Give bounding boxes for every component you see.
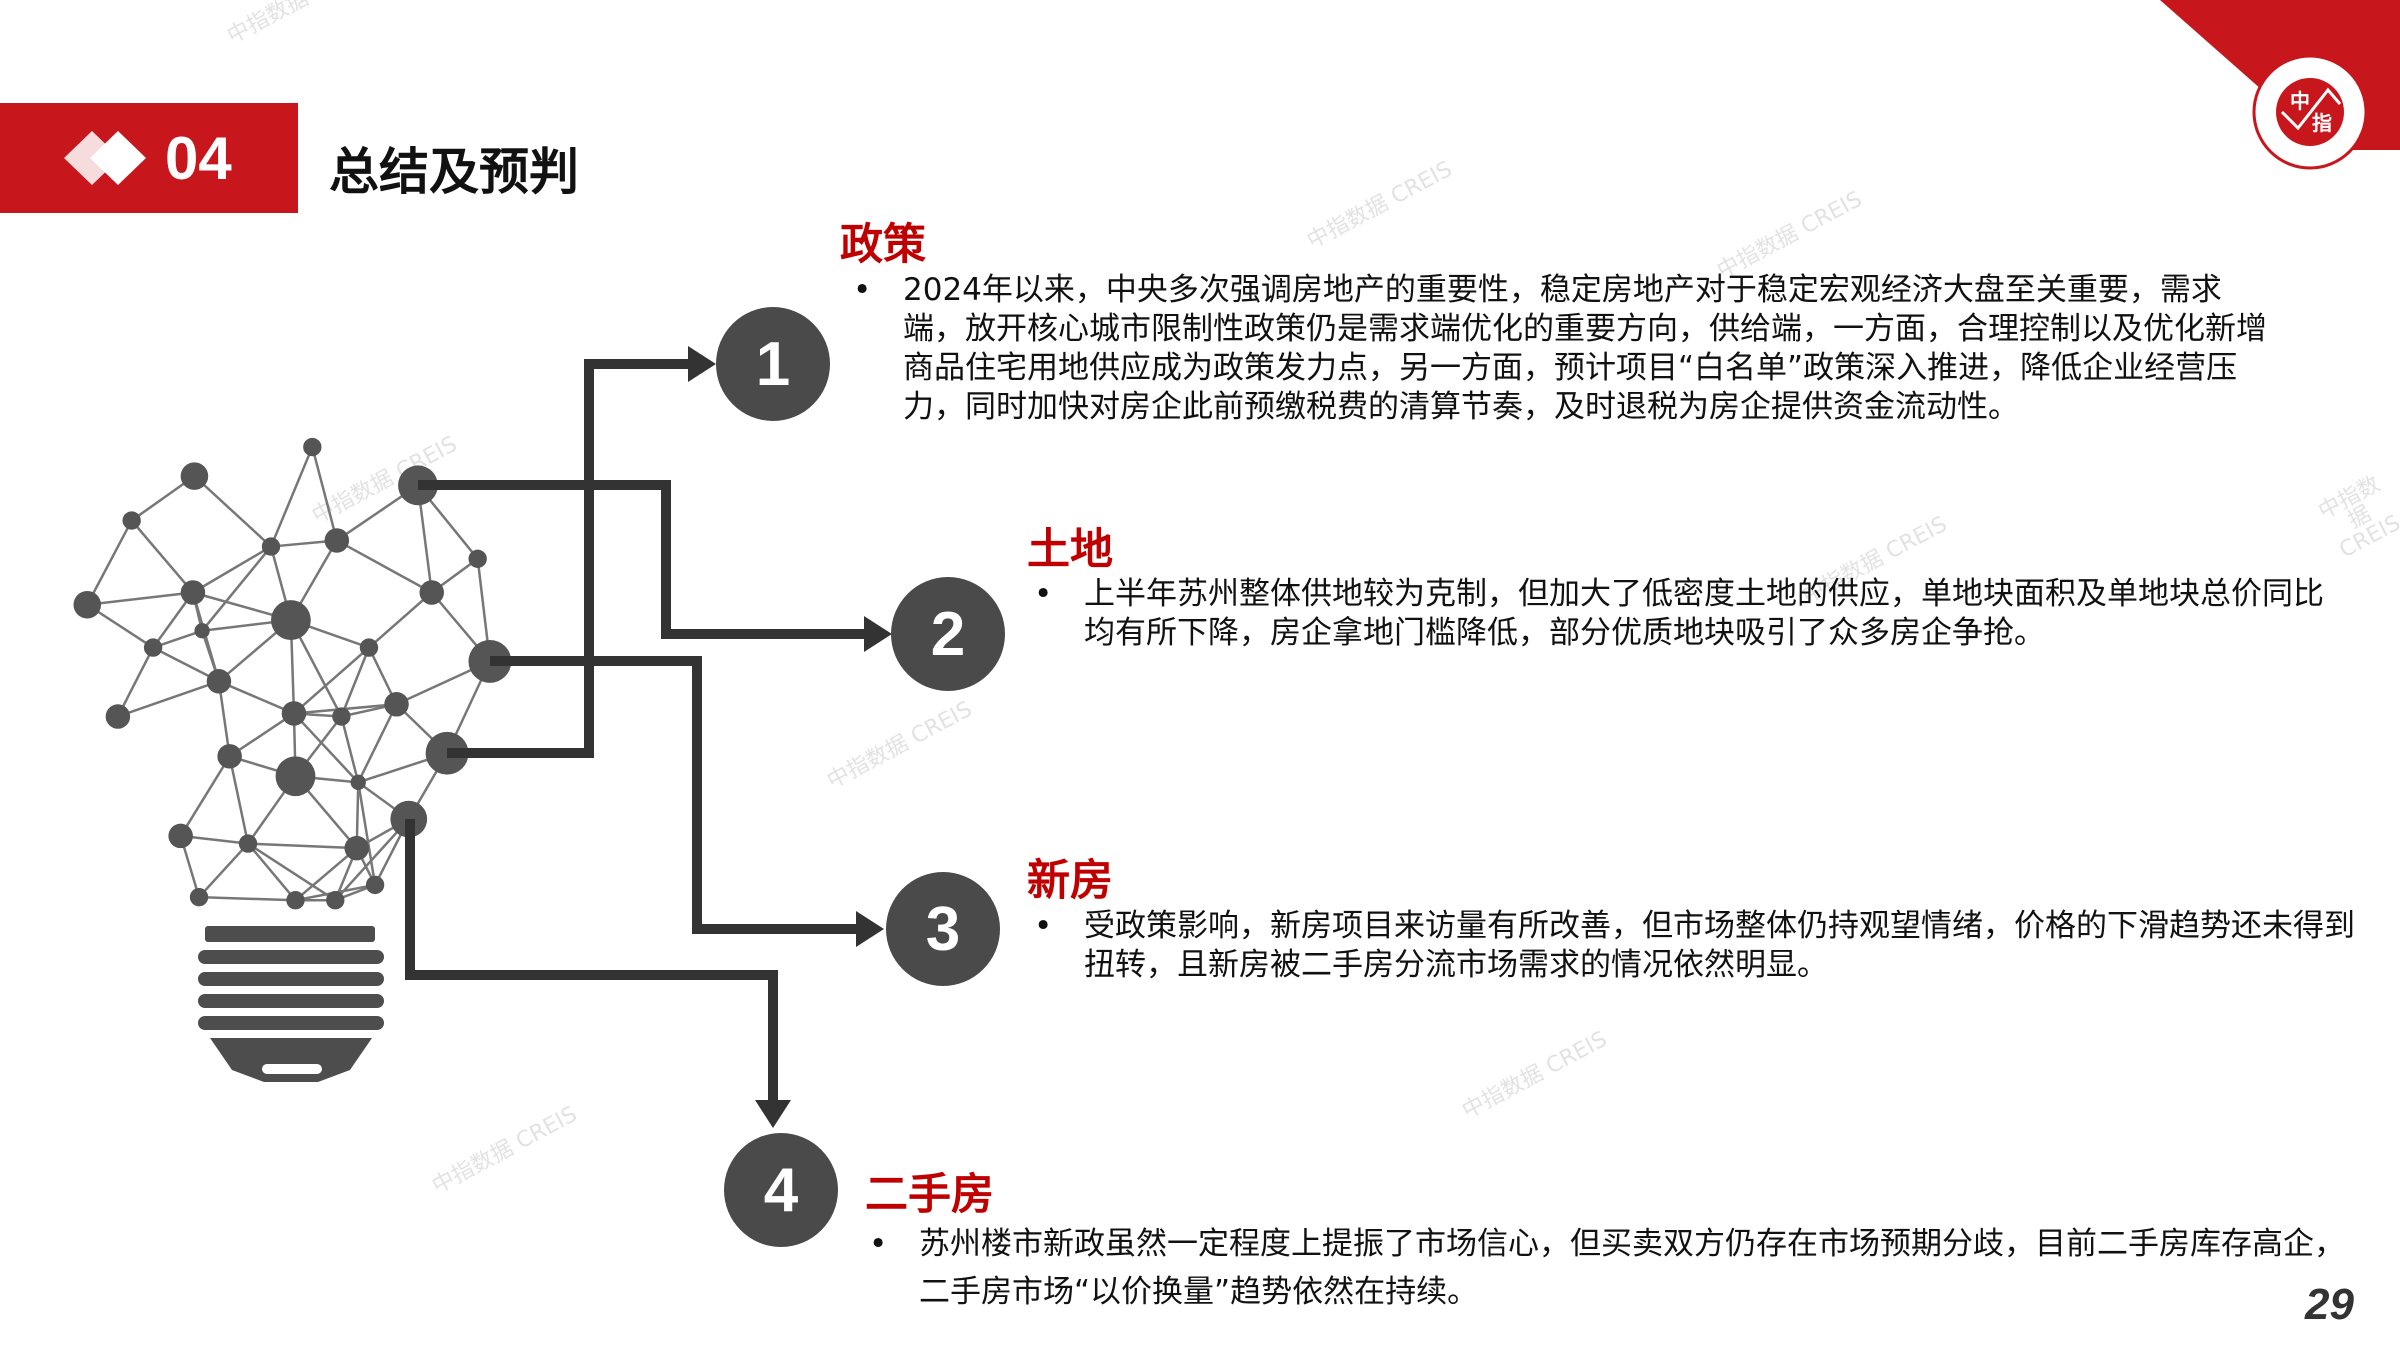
network-edge bbox=[293, 646, 370, 715]
network-edge bbox=[340, 716, 360, 783]
network-edge bbox=[336, 539, 433, 594]
network-edge bbox=[247, 842, 336, 902]
network-node bbox=[168, 823, 193, 849]
network-node bbox=[143, 638, 163, 657]
network-edge bbox=[116, 647, 155, 718]
resale-text: 苏州楼市新政虽然一定程度上提振了市场信心，但买卖双方仍存在市场预期分歧，目前二手… bbox=[919, 1226, 2345, 1310]
network-edge bbox=[368, 591, 433, 649]
step-circle-3: 3 bbox=[886, 872, 1000, 986]
network-edge bbox=[294, 847, 358, 902]
section-banner bbox=[0, 103, 298, 213]
bullet: • bbox=[1034, 576, 1053, 612]
china-index-academy-logo: 中 指 bbox=[2160, 0, 2400, 170]
arrow-to-2 bbox=[418, 480, 866, 639]
arrow-to-4 bbox=[405, 819, 778, 1102]
network-node bbox=[468, 549, 487, 569]
network-edge bbox=[217, 681, 231, 757]
network-node bbox=[332, 707, 351, 726]
network-node bbox=[281, 701, 307, 726]
network-edge bbox=[130, 519, 194, 594]
diamond-icon bbox=[64, 131, 146, 185]
network-node bbox=[326, 891, 345, 910]
network-node bbox=[238, 834, 258, 853]
network-edge bbox=[269, 446, 314, 548]
step-circle-1: 1 bbox=[716, 307, 830, 421]
network-edge bbox=[311, 446, 339, 541]
network-node bbox=[206, 669, 232, 694]
land-text: 上半年苏州整体供地较为克制，但加大了低密度土地的供应，单地块面积及单地块总价同比… bbox=[1084, 576, 2324, 651]
section-text-resale: • 苏州楼市新政虽然一定程度上提振了市场信心，但买卖双方仍存在市场预期分歧，目前… bbox=[869, 1220, 2359, 1316]
connector-arrows bbox=[405, 359, 866, 1102]
network-node bbox=[189, 887, 209, 907]
network-node bbox=[359, 638, 379, 657]
section-text-new-homes: • 受政策影响，新房项目来访量有所改善，但市场整体仍持观望情绪，价格的下滑趋势还… bbox=[1034, 907, 2369, 985]
policy-text: 2024年以来，中央多次强调房地产的重要性，稳定房地产对于稳定宏观经济大盘至关重… bbox=[903, 272, 2267, 425]
section-text-land: • 上半年苏州整体供地较为克制，但加大了低密度土地的供应，单地块面积及单地块总价… bbox=[1034, 575, 2334, 653]
network-edge bbox=[228, 756, 250, 844]
bulb-network-nodes bbox=[73, 437, 512, 910]
network-node bbox=[286, 891, 305, 910]
bullet: • bbox=[869, 1226, 888, 1262]
network-edge bbox=[86, 519, 133, 606]
network-edge bbox=[247, 842, 297, 902]
network-edge bbox=[357, 782, 377, 886]
page-title: 总结及预判 bbox=[329, 143, 579, 201]
network-node bbox=[217, 744, 242, 769]
network-edge bbox=[247, 842, 357, 850]
network-edge bbox=[193, 475, 272, 548]
network-node bbox=[180, 580, 206, 605]
network-edge bbox=[198, 895, 296, 902]
network-node bbox=[180, 462, 209, 490]
arrowheads bbox=[688, 346, 892, 1128]
bulb-socket-icon bbox=[198, 926, 384, 1082]
network-node bbox=[194, 623, 210, 639]
network-edge bbox=[179, 755, 231, 837]
network-node bbox=[303, 437, 322, 457]
page-number: 29 bbox=[2305, 1280, 2354, 1329]
section-heading-resale: 二手房 bbox=[865, 1170, 994, 1220]
section-heading-land: 土地 bbox=[1027, 525, 1113, 575]
network-node bbox=[122, 511, 141, 530]
network-node bbox=[270, 600, 311, 640]
section-number: 04 bbox=[165, 125, 232, 192]
arrow-to-1 bbox=[447, 359, 690, 758]
network-edge bbox=[357, 703, 398, 783]
section-text-policy: • 2024年以来，中央多次强调房地产的重要性，稳定房地产对于稳定宏观经济大盘至… bbox=[853, 271, 2283, 427]
network-node bbox=[275, 756, 316, 797]
step-circle-2: 2 bbox=[891, 577, 1005, 691]
section-heading-policy: 政策 bbox=[840, 220, 926, 270]
svg-text:指: 指 bbox=[2312, 111, 2332, 135]
network-edge bbox=[340, 647, 371, 717]
network-node bbox=[261, 537, 281, 556]
bulb-network-edges bbox=[86, 446, 492, 902]
network-edge bbox=[87, 591, 194, 606]
network-edge bbox=[293, 712, 360, 784]
bullet: • bbox=[1034, 908, 1053, 944]
network-edge bbox=[198, 842, 249, 899]
new-homes-text: 受政策影响，新房项目来访量有所改善，但市场整体仍持观望情绪，价格的下滑趋势还未得… bbox=[1084, 908, 2355, 983]
network-node bbox=[398, 465, 438, 506]
network-node bbox=[324, 528, 350, 553]
network-node bbox=[73, 590, 102, 619]
section-heading-new-homes: 新房 bbox=[1027, 856, 1113, 906]
bullet: • bbox=[853, 272, 872, 308]
network-edge bbox=[117, 680, 220, 718]
network-node bbox=[419, 580, 444, 605]
network-node bbox=[105, 704, 131, 729]
network-node bbox=[468, 639, 512, 683]
network-edge bbox=[218, 680, 295, 715]
svg-text:中: 中 bbox=[2290, 89, 2310, 113]
arrow-to-3 bbox=[490, 656, 858, 934]
network-node bbox=[344, 835, 369, 861]
network-edge bbox=[228, 712, 295, 758]
network-edge bbox=[201, 545, 272, 632]
network-node bbox=[365, 875, 385, 895]
network-node bbox=[350, 774, 366, 790]
network-edge bbox=[152, 646, 220, 683]
network-edge bbox=[192, 545, 272, 594]
step-circle-4: 4 bbox=[724, 1133, 838, 1247]
network-node bbox=[384, 692, 409, 717]
